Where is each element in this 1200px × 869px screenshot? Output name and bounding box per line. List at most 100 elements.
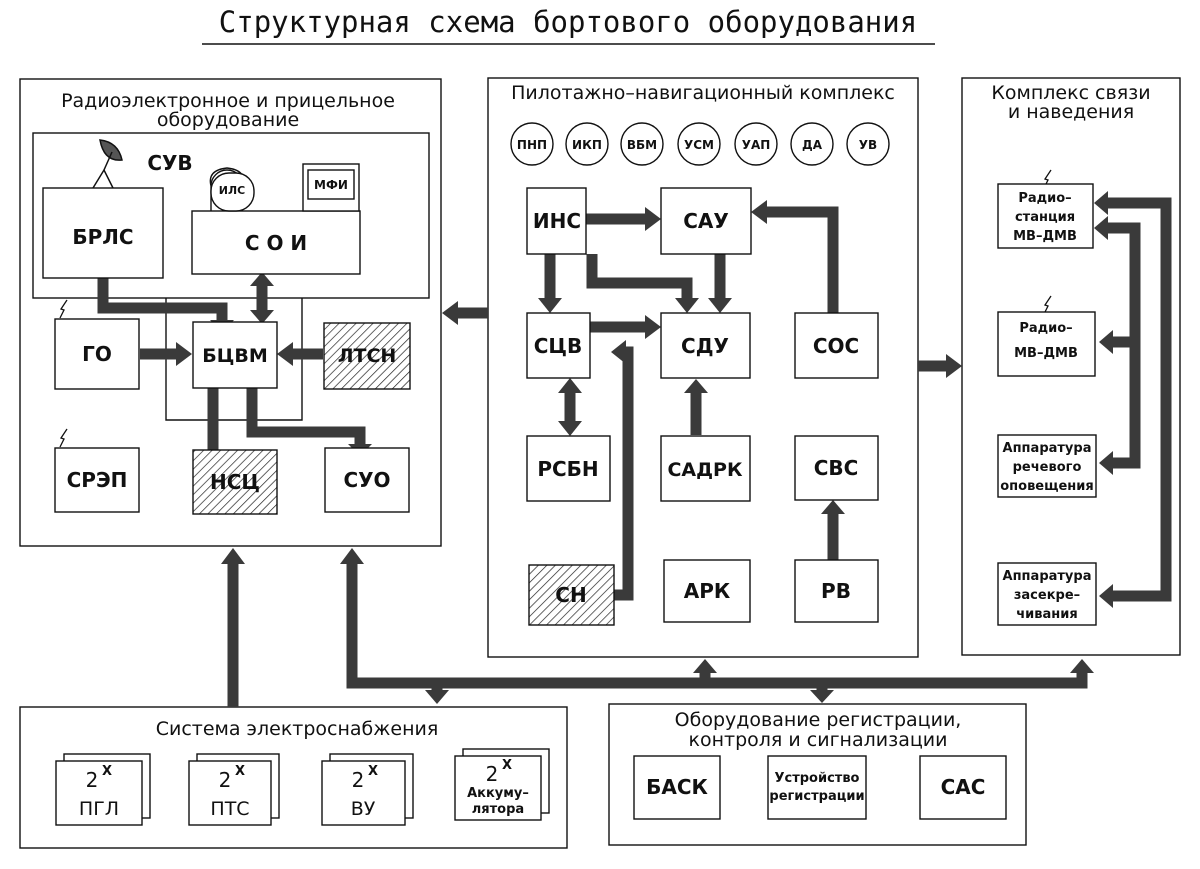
arrow-soi-down xyxy=(250,310,274,324)
comm-bus-outer xyxy=(1108,197,1172,602)
link-sn-scv xyxy=(614,346,634,601)
pgl-count: 2 xyxy=(86,768,99,792)
crypto-line2: засекре– xyxy=(1014,588,1080,603)
block-sau xyxy=(660,187,752,255)
label-soi: С О И xyxy=(245,231,307,255)
panel-comm-title-2: и наведения xyxy=(1008,101,1134,123)
radio2-line1: Радио– xyxy=(1019,321,1072,336)
arrow-comm-radio1b xyxy=(1094,216,1108,240)
block-nsc xyxy=(192,449,278,515)
arrow-ins-scv xyxy=(538,298,562,313)
label-suo: СУО xyxy=(343,468,390,492)
block-pgl xyxy=(55,760,143,826)
arrow-go-bcvm xyxy=(176,342,192,366)
arrow-ltsn-bcvm xyxy=(277,342,293,366)
label-ltsn: ЛТСН xyxy=(338,345,397,367)
block-bcvm xyxy=(192,321,278,389)
akk-name-2: лятора xyxy=(472,802,524,817)
block-ltsn xyxy=(323,322,411,390)
indicator-circle xyxy=(620,122,664,166)
pts-mult: X xyxy=(235,764,245,779)
panel-radio-title-2: оборудование xyxy=(157,109,299,131)
block-ins xyxy=(526,187,587,255)
block-radio-station-1 xyxy=(997,183,1094,249)
label-sdu: СДУ xyxy=(681,334,729,358)
arrow-bus-radio xyxy=(340,548,364,564)
akk-mult: X xyxy=(502,758,512,773)
block-brls xyxy=(42,187,164,279)
arrow-pnk-radio xyxy=(442,301,458,325)
label-ins: ИНС xyxy=(533,209,581,233)
indicator-circle xyxy=(677,122,721,166)
speech-line2: речевого xyxy=(1013,460,1082,475)
radio1-line2: станция xyxy=(1015,210,1075,225)
label-sas: САС xyxy=(941,775,986,799)
akk-count: 2 xyxy=(486,762,499,786)
pts-name: ПТС xyxy=(210,798,249,820)
pts-count: 2 xyxy=(219,768,232,792)
label-device-1: Устройство xyxy=(774,771,859,786)
block-sos xyxy=(794,312,879,379)
block-suo xyxy=(324,447,410,513)
akk-name-1: Аккуму– xyxy=(467,786,529,801)
arrow-ins-sau xyxy=(645,207,661,231)
indicator-circle xyxy=(734,122,778,166)
label-sn: СН xyxy=(555,583,586,607)
pnk-indicator-circles xyxy=(510,122,890,166)
block-rec-device xyxy=(767,755,867,820)
label-ark: АРК xyxy=(684,579,731,603)
panel-power xyxy=(19,706,568,849)
arrow-sn-scv xyxy=(611,340,626,364)
arrow-comm-speech xyxy=(1099,451,1113,475)
arrowheads xyxy=(176,191,1113,704)
label-srep: СРЭП xyxy=(67,468,128,492)
panel-reg-title-1: Оборудование регистрации, xyxy=(675,709,962,731)
arrow-sadrk-sdu xyxy=(684,379,708,393)
arrow-scv-sdu xyxy=(645,315,661,339)
block-sas xyxy=(919,755,1007,820)
pgl-mult: X xyxy=(102,764,112,779)
panel-comm xyxy=(961,77,1181,656)
vu-name: ВУ xyxy=(351,798,376,820)
indicator-da: ДА xyxy=(802,138,823,152)
radio2-line2: МВ–ДМВ xyxy=(1014,346,1078,361)
arrow-comm-crypto xyxy=(1099,584,1113,608)
link-ins-sdu xyxy=(586,254,693,299)
panel-comm-title-1: Комплекс связи xyxy=(991,82,1150,104)
label-svs: СВС xyxy=(814,456,859,480)
label-ils: ИЛС xyxy=(219,184,245,197)
radio1-line1: Радио– xyxy=(1018,191,1071,206)
label-nsc: НСЦ xyxy=(210,470,260,494)
label-go: ГО xyxy=(82,342,112,366)
label-bask: БАСК xyxy=(646,775,708,799)
block-ark xyxy=(663,559,751,623)
indicator-circle xyxy=(510,122,554,166)
label-brls: БРЛС xyxy=(72,225,133,249)
arrow-ins-sdu xyxy=(675,298,699,313)
indicator-ikp: ИКП xyxy=(572,138,602,152)
block-scv xyxy=(526,312,591,379)
arrow-bus-power xyxy=(425,690,449,704)
pgl-name: ПГЛ xyxy=(79,798,119,820)
link-bcvm-suo xyxy=(246,388,366,446)
indicator-uap: УАП xyxy=(742,138,771,152)
block-sadrk xyxy=(660,435,751,502)
indicator-circle xyxy=(565,122,609,166)
block-sn xyxy=(528,564,615,626)
indicator-uv: УВ xyxy=(859,138,877,152)
arrow-power-radio xyxy=(221,548,245,564)
indicator-pnp: ПНП xyxy=(517,138,547,152)
radio1-line3: МВ–ДМВ xyxy=(1013,229,1077,244)
label-mfi: МФИ xyxy=(314,178,348,192)
speech-line3: оповещения xyxy=(1000,479,1094,494)
panel-reg-title-2: контроля и сигнализации xyxy=(689,729,948,751)
label-sadrk: САДРК xyxy=(667,459,742,481)
block-speech-alert xyxy=(997,434,1097,498)
block-sdu xyxy=(660,312,751,379)
arrow-bus-pnk xyxy=(693,659,717,673)
block-pts xyxy=(188,760,272,826)
label-bcvm: БЦВМ xyxy=(202,345,268,367)
block-ils-dome xyxy=(210,172,255,212)
arrow-rsbn-down xyxy=(558,421,582,436)
arrow-soi-up xyxy=(250,272,274,286)
